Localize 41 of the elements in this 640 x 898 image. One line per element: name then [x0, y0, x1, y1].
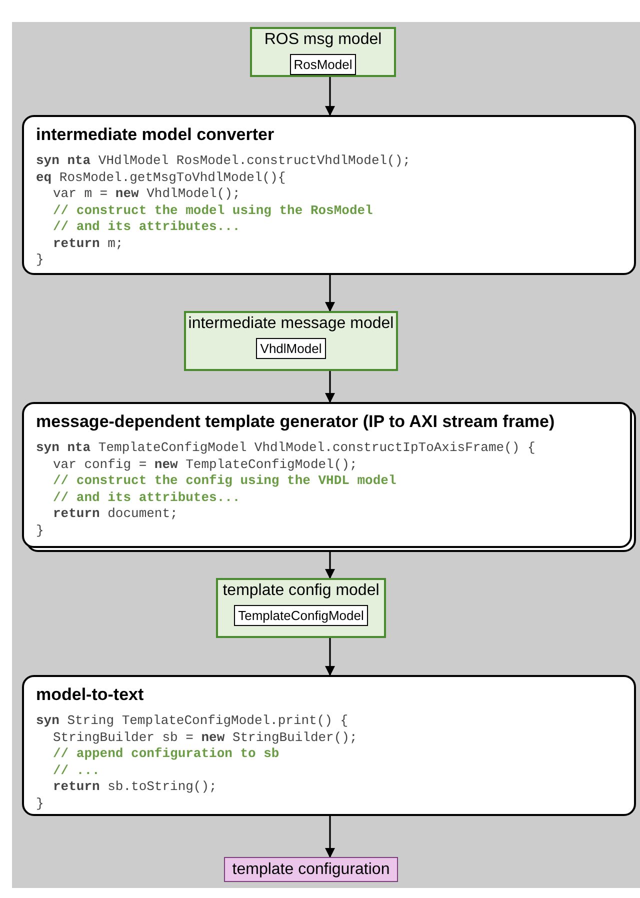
card-heading: intermediate model converter	[36, 124, 276, 146]
code-line: return m;	[53, 236, 124, 252]
code-line: eq RosModel.getMsgToVhdlModel(){	[36, 170, 286, 186]
code-line: }	[36, 796, 44, 812]
card-heading: message-dependent template generator (IP to AXI stream frame)	[36, 411, 556, 433]
model-box	[216, 578, 386, 638]
code-line: return document;	[53, 506, 178, 522]
arrow	[325, 638, 335, 676]
code-line: syn String TemplateConfigModel.print() {	[36, 713, 348, 730]
code-comment: // and its attributes...	[53, 490, 240, 506]
model-box	[250, 27, 396, 77]
class-box: VhdlModel	[256, 338, 326, 359]
arrow	[325, 275, 335, 312]
code-line: var config = new TemplateConfigModel();	[53, 456, 358, 473]
code-comment: // construct the model using the RosModel	[53, 202, 373, 219]
code-line: }	[36, 522, 44, 539]
card-heading: model-to-text	[36, 684, 145, 706]
process-card	[22, 402, 632, 548]
arrow	[325, 371, 335, 403]
code-line: StringBuilder sb = new StringBuilder();	[53, 730, 358, 746]
code-line: syn nta TemplateConfigModel VhdlModel.constructIpToAxisFrame() {	[36, 440, 536, 456]
code-comment: // and its attributes...	[53, 219, 240, 236]
arrow	[325, 77, 335, 116]
process-card	[22, 115, 636, 275]
model-box	[184, 311, 398, 371]
class-box: TemplateConfigModel	[234, 605, 368, 626]
code-line: }	[36, 252, 44, 268]
class-box: RosModel	[290, 54, 356, 75]
code-line: syn nta VHdlModel RosModel.constructVhdlModel();	[36, 153, 410, 170]
code-comment: // construct the config using the VHDL model	[53, 473, 396, 490]
process-card	[22, 675, 636, 816]
code-line: var m = new VhdlModel();	[53, 186, 240, 202]
code-comment: // ...	[53, 762, 100, 779]
output-box: template configuration	[224, 857, 398, 882]
code-line: return sb.toString();	[53, 779, 217, 796]
arrow	[325, 552, 335, 579]
arrow	[325, 816, 335, 858]
model-title: ROS msg model	[264, 30, 382, 50]
code-comment: // append configuration to sb	[53, 746, 280, 762]
model-title: intermediate message model	[188, 314, 394, 334]
model-title: template config model	[222, 581, 380, 601]
